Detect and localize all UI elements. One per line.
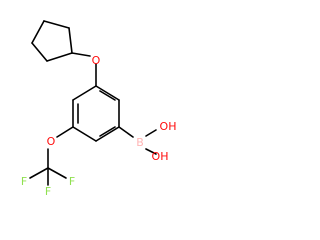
bond — [145, 129, 157, 137]
bond — [56, 126, 74, 138]
bond — [72, 126, 97, 142]
bond — [47, 167, 67, 179]
bond — [31, 42, 48, 62]
bond — [43, 20, 70, 29]
bond — [31, 20, 45, 44]
bond — [95, 126, 120, 142]
cyclopentyl-ring — [31, 20, 73, 62]
fluorine-label: F — [69, 175, 75, 188]
hydroxyl-label: OH — [152, 150, 169, 163]
oxygen-label: O — [47, 135, 56, 148]
boron-label: B — [136, 136, 144, 149]
bond — [68, 27, 73, 54]
bond — [72, 85, 97, 101]
double-bond-inner — [99, 90, 116, 101]
fluorine-label: F — [21, 175, 27, 188]
bond — [71, 52, 91, 57]
fluorine-label: F — [45, 185, 51, 198]
molecule-structure-diagram: O O B OH OH F F F — [21, 20, 177, 198]
oxygen-label: O — [92, 54, 101, 67]
hydroxyl-label: OH — [160, 120, 177, 133]
bond — [29, 167, 49, 179]
benzene-ring — [72, 85, 120, 142]
bond — [46, 52, 73, 62]
double-bond-inner — [99, 126, 116, 137]
bond — [145, 148, 157, 155]
bond — [95, 85, 120, 101]
bond — [118, 126, 134, 138]
